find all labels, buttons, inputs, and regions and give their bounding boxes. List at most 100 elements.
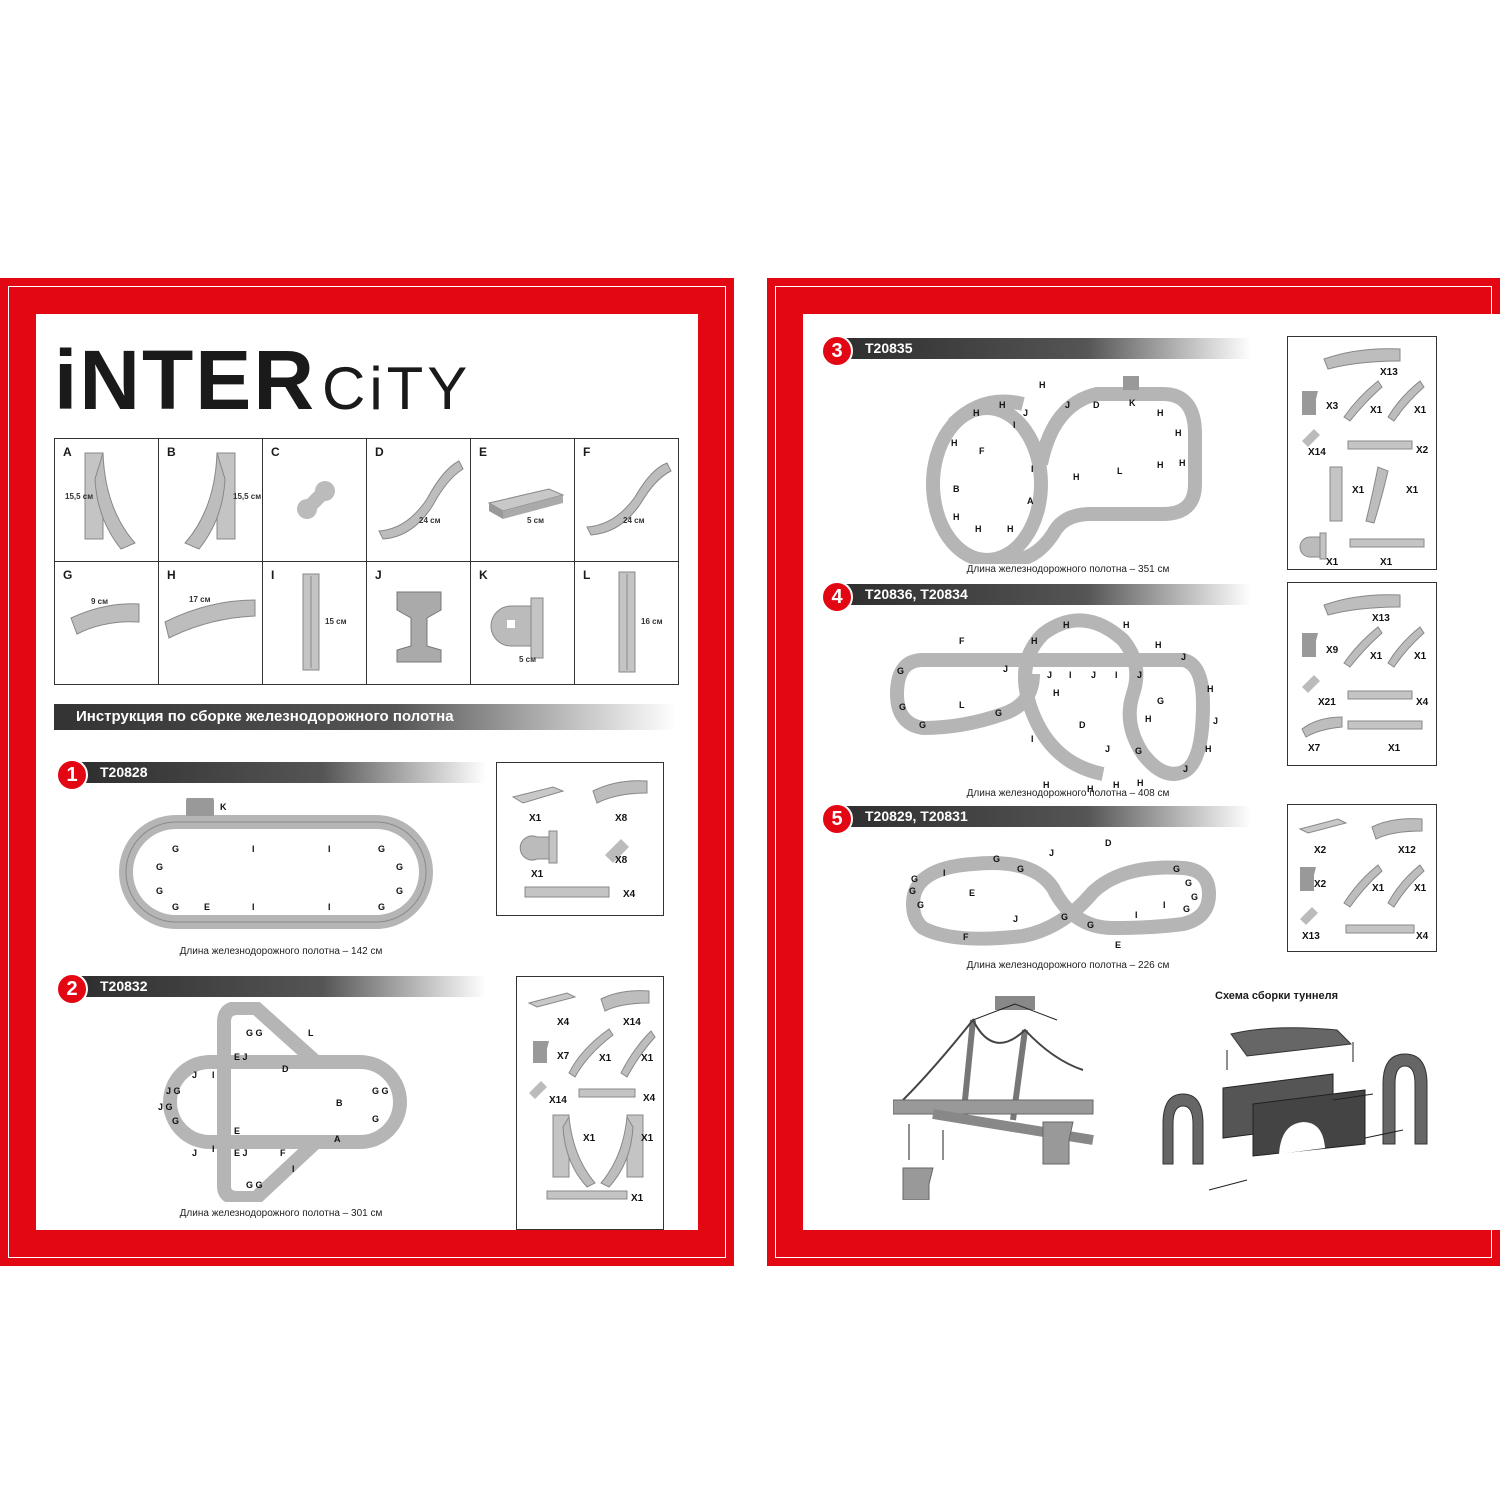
- svg-text:I: I: [252, 902, 255, 912]
- svg-text:G G: G G: [372, 1086, 389, 1096]
- step-5-code: T20829, T20831: [841, 806, 1251, 827]
- step-2-code: T20832: [76, 976, 486, 997]
- count-label: X2: [1314, 845, 1327, 856]
- count-label: X3: [1326, 401, 1339, 412]
- step-3-number: 3: [821, 335, 853, 367]
- count-label: X1: [529, 813, 542, 824]
- count-label: X14: [623, 1017, 641, 1028]
- part-cell-j: J: [366, 561, 471, 685]
- svg-text:F: F: [280, 1148, 286, 1158]
- svg-text:G: G: [911, 874, 918, 884]
- part-dim: 17 см: [189, 595, 211, 604]
- svg-text:L: L: [1117, 466, 1123, 476]
- part-dim: 24 см: [419, 516, 441, 525]
- step-5-parts-box: X2 X12 X2 X1 X1 X13 X4: [1287, 804, 1437, 952]
- svg-text:G: G: [899, 702, 906, 712]
- svg-text:I: I: [1115, 670, 1118, 680]
- svg-text:H: H: [953, 512, 960, 522]
- step-4-number: 4: [821, 581, 853, 613]
- svg-text:L: L: [959, 700, 965, 710]
- count-label: X12: [1398, 845, 1416, 856]
- svg-text:H: H: [1123, 620, 1130, 630]
- svg-text:I: I: [1031, 464, 1034, 474]
- parts-table: A 15,5 см B 15,5 см C: [54, 438, 679, 685]
- count-label: X1: [599, 1053, 612, 1064]
- logo-sub: CiTY: [322, 355, 472, 422]
- part-cell-c: C: [262, 438, 367, 562]
- svg-text:B: B: [336, 1098, 343, 1108]
- svg-text:G: G: [1183, 904, 1190, 914]
- count-label: X4: [643, 1093, 656, 1104]
- step-3-caption: Длина железнодорожного полотна – 351 см: [966, 564, 1170, 575]
- svg-text:I: I: [1135, 910, 1138, 920]
- step-2-header: T20832 2: [56, 973, 486, 1005]
- bridge-illustration: [893, 996, 1094, 1200]
- svg-text:I: I: [212, 1070, 215, 1080]
- svg-text:J: J: [1183, 764, 1188, 774]
- part-label: A: [63, 445, 72, 459]
- svg-text:H: H: [973, 408, 980, 418]
- svg-text:A: A: [1027, 496, 1034, 506]
- svg-text:H: H: [1043, 780, 1050, 790]
- step-4-caption: Длина железнодорожного полотна – 408 см: [966, 788, 1170, 799]
- part-cell-b: B 15,5 см: [158, 438, 263, 562]
- svg-text:F: F: [979, 446, 985, 456]
- svg-text:G: G: [993, 854, 1000, 864]
- part-b-image: 15,5 см: [184, 452, 261, 550]
- svg-text:G: G: [1017, 864, 1024, 874]
- count-label: X1: [1406, 485, 1419, 496]
- svg-text:H: H: [1031, 636, 1038, 646]
- count-label: X1: [531, 869, 544, 880]
- part-label: J: [375, 568, 382, 582]
- part-label: L: [583, 568, 591, 582]
- part-cell-f: F 24 см: [574, 438, 679, 562]
- count-label: X4: [557, 1017, 570, 1028]
- svg-text:G: G: [172, 844, 179, 854]
- svg-text:I: I: [943, 868, 946, 878]
- part-h-image: 17 см: [164, 595, 256, 639]
- part-i-image: 15 см: [302, 573, 347, 671]
- svg-text:G: G: [156, 862, 163, 872]
- svg-text:G: G: [1185, 878, 1192, 888]
- svg-text:A: A: [334, 1134, 341, 1144]
- step-4-header: T20836, T20834 4: [821, 581, 1251, 613]
- svg-text:E J: E J: [234, 1148, 248, 1158]
- svg-text:J: J: [1137, 670, 1142, 680]
- count-label: X7: [557, 1051, 570, 1062]
- svg-text:J: J: [1065, 400, 1070, 410]
- svg-text:G: G: [172, 1116, 179, 1126]
- svg-text:J G: J G: [166, 1086, 181, 1096]
- step-3-code: T20835: [841, 338, 1251, 359]
- svg-text:J: J: [192, 1148, 197, 1158]
- part-label: G: [63, 568, 73, 582]
- svg-text:J: J: [1181, 652, 1186, 662]
- tunnel-illustration: [1162, 1027, 1428, 1191]
- count-label: X1: [1370, 651, 1383, 662]
- step-1-number: 1: [56, 759, 88, 791]
- step-2-parts-image: X4 X14 X7 X1 X1 X14 X4 X1 X1 X1: [527, 990, 656, 1204]
- svg-text:I: I: [252, 844, 255, 854]
- count-label: X1: [641, 1133, 654, 1144]
- count-label: X1: [1388, 743, 1401, 754]
- step-2-caption: Длина железнодорожного полотна – 301 см: [179, 1208, 383, 1219]
- step-4-parts-image: X13 X9 X1 X1 X21 X4 X7 X1: [1301, 594, 1429, 754]
- svg-text:G G: G G: [246, 1180, 263, 1190]
- svg-text:J: J: [1047, 670, 1052, 680]
- svg-text:G G: G G: [246, 1028, 263, 1038]
- svg-text:I: I: [292, 1164, 295, 1174]
- page-frame-line: [8, 286, 726, 1258]
- count-label: X4: [1416, 931, 1429, 942]
- part-e-image: 5 см: [487, 488, 565, 525]
- svg-text:J: J: [192, 1070, 197, 1080]
- part-dim: 5 см: [519, 655, 536, 664]
- step-1-caption: Длина железнодорожного полотна – 142 см: [179, 946, 383, 957]
- svg-text:G: G: [1135, 746, 1142, 756]
- part-cell-a: A 15,5 см: [54, 438, 159, 562]
- count-label: X1: [1380, 557, 1393, 568]
- step-5-caption: Длина железнодорожного полотна – 226 см: [966, 960, 1170, 971]
- svg-text:D: D: [1105, 838, 1112, 848]
